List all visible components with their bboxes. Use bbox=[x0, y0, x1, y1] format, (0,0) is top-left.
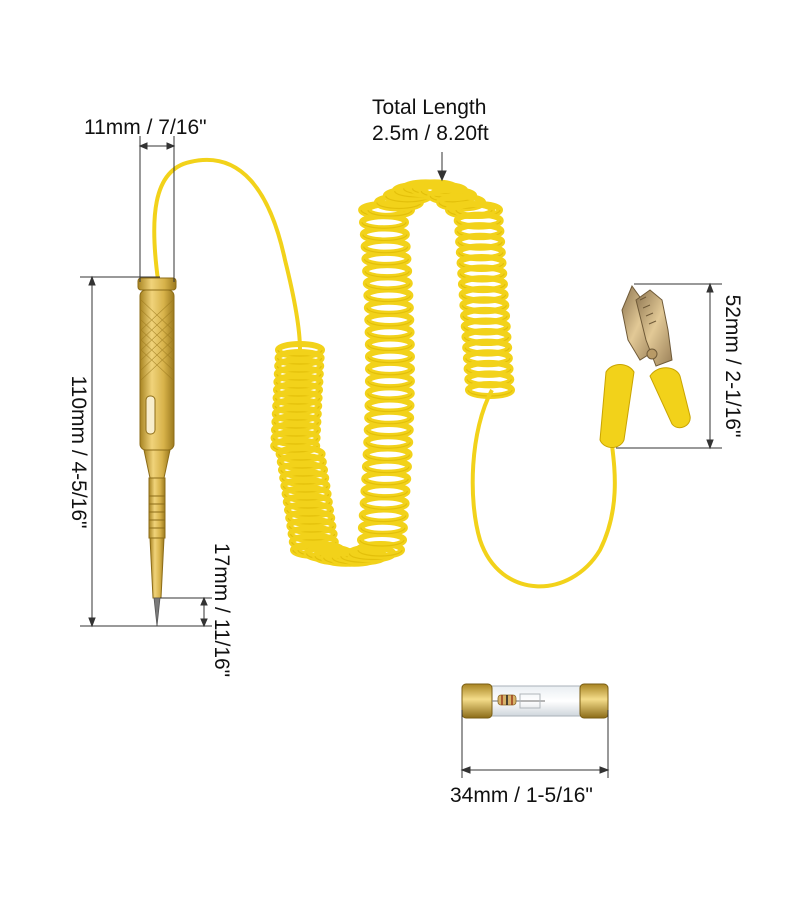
fuse-length-label: 34mm / 1-5/16" bbox=[450, 784, 593, 807]
coil-shade bbox=[365, 442, 411, 449]
coil-shade bbox=[365, 283, 411, 290]
dimension-lines bbox=[80, 136, 722, 778]
clip-insulator-left bbox=[599, 364, 635, 448]
coil-shade bbox=[366, 405, 413, 413]
coil-shade bbox=[364, 466, 410, 474]
test-pen bbox=[137, 277, 177, 627]
coil-shade bbox=[366, 307, 412, 315]
thin-cable-bottom bbox=[470, 389, 617, 589]
coil-shade bbox=[364, 270, 410, 278]
coil-shade bbox=[376, 202, 422, 210]
coil-shade bbox=[367, 380, 413, 388]
coil-shade bbox=[363, 478, 409, 486]
coil-shade bbox=[363, 258, 410, 266]
coil-shade bbox=[365, 454, 411, 462]
coil-shade bbox=[367, 344, 413, 352]
coil-shade bbox=[366, 319, 412, 327]
pen-length-label: 110mm / 4-5/16" bbox=[67, 375, 90, 529]
pen-window bbox=[145, 395, 156, 435]
pen-knurling bbox=[140, 299, 174, 381]
total-length-value: 2.5m / 8.20ft bbox=[372, 122, 489, 145]
coiled-cable bbox=[270, 179, 515, 567]
alligator-clip bbox=[599, 284, 691, 448]
coil-shade bbox=[365, 295, 411, 303]
coil-shade bbox=[360, 527, 406, 535]
clip-pivot bbox=[646, 348, 658, 360]
coil-shade bbox=[361, 222, 407, 229]
coil-shade bbox=[362, 503, 408, 510]
coil-shade bbox=[366, 417, 412, 425]
tip-length-label: 17mm / 11/16" bbox=[210, 542, 233, 678]
total-length-title: Total Length bbox=[372, 96, 487, 119]
coil-shade bbox=[361, 515, 407, 523]
clip-length-label: 52mm / 2-1/16" bbox=[721, 294, 744, 438]
coil-shade bbox=[367, 209, 413, 217]
coil-shade bbox=[357, 549, 403, 557]
coil-shade bbox=[367, 368, 413, 376]
thin-cable-top bbox=[152, 157, 302, 351]
coil-shade bbox=[362, 234, 408, 242]
coil-shade bbox=[366, 332, 413, 339]
spare-fuse bbox=[461, 683, 609, 719]
clip-insulator-right bbox=[649, 367, 691, 429]
probe-tip bbox=[153, 597, 161, 627]
coil-shade bbox=[363, 246, 409, 254]
coil-shade bbox=[362, 490, 409, 498]
coil-shade bbox=[367, 393, 413, 400]
coil-shade bbox=[367, 356, 413, 364]
coil-shade bbox=[366, 429, 412, 437]
coil-shade bbox=[359, 539, 405, 547]
pen-diameter-label: 11mm / 7/16" bbox=[84, 116, 207, 139]
